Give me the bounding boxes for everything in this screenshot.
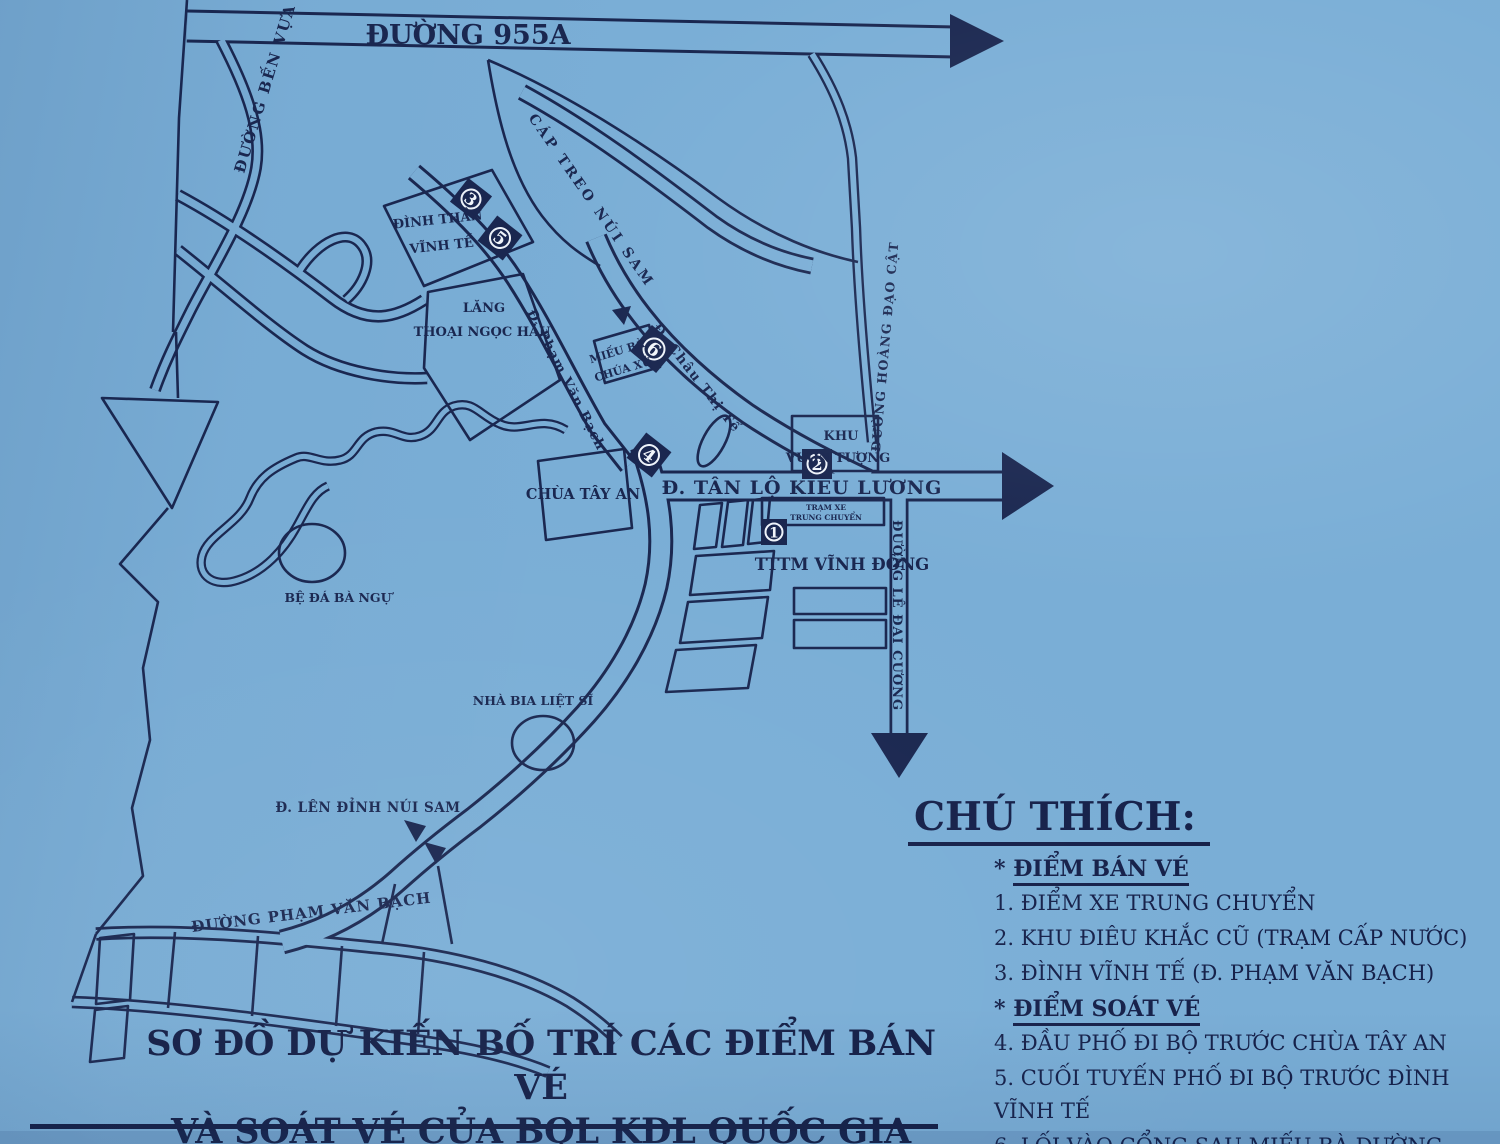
city-block [720,498,750,549]
road-label-955a: ĐƯỜNG 955A [365,17,571,51]
road-pham-van-bach-lower [95,928,621,1043]
road-lower-south [71,998,550,1076]
road-label-len-dinh-nui-sam: Đ. LÊN ĐỈNH NÚI SAM [275,798,460,816]
road-west-1 [176,191,426,320]
road-label-le-dai-cuong: ĐƯỜNG LÊ ĐẠI CƯƠNG [889,520,906,711]
place-label-dinh-than: VĨNH TẾ [407,233,474,258]
khu-vuon-tuong-outline [790,414,880,473]
legend-title: CHÚ THÍCH: [908,794,1210,846]
arrowhead-tan-lo-east [1002,452,1054,520]
place-label-tram-xe: TRUNG CHUYỂN [790,511,862,522]
road-label-chau-thi-te: Đ. Châu Thị Tế [649,321,744,436]
road-pham-van-bach-upper [409,167,634,471]
direction-arrows [404,14,1054,873]
legend-item: 1. ĐIỂM XE TRUNG CHUYỂN [994,891,1316,915]
markers: 3 5 6 4 2 1 [449,177,832,545]
arrow-tail-left [174,331,180,399]
marker-3: 3 [449,177,493,221]
road-mountain-squiggle [198,402,568,585]
cable-car-region-right-edge [487,58,859,264]
place-label-lang: LĂNG [463,299,505,316]
marker-1: 1 [761,519,787,545]
legend-item: 2. KHU ĐIÊU KHẮC CŨ (TRẠM CẤP NƯỚC) [994,925,1468,950]
arrowhead-955a-east [950,14,1004,68]
road-955a [186,12,956,56]
cable-car-region-left-edge [486,59,601,268]
place-label-nha-bia: NHÀ BIA LIỆT SĨ [473,693,594,708]
marker-2: 2 [802,449,832,479]
legend-item: 3. ĐÌNH VĨNH TẾ (Đ. PHẠM VĂN BẠCH) [994,960,1435,985]
city-block [688,549,776,597]
chua-tay-an-outline [536,447,634,542]
place-label-khu-vuon-tuong: KHU [824,429,860,444]
nha-bia-circle [510,714,576,772]
block-divider [334,945,344,1027]
place-label-tttm: TTTM VĨNH ĐÔNG [755,553,930,574]
legend-section-soat-ve: * ĐIỂM SOÁT VÉ [994,996,1496,1027]
legend-item: 5. CUỐI TUYẾN PHỐ ĐI BỘ TRƯỚC ĐÌNH VĨNH … [994,1066,1450,1123]
place-label-chua-tay-an: CHÙA TÂY AN [526,485,640,503]
map-boundary-top [171,0,189,333]
map-title-line1: SƠ ĐỒ DỰ KIẾN BỐ TRÍ CÁC ĐIỂM BÁN VÉ [146,1023,936,1109]
road-main-ns [279,442,671,952]
road-hoang-dao-cat [809,52,875,443]
place-label-lang: THOẠI NGỌC HẦU [414,322,552,340]
place-label-tram-xe: TRẠM XE [806,503,846,512]
city-block [664,643,758,694]
svg-text:1: 1 [769,526,779,542]
map-boundary-corner [70,933,98,1003]
legend: CHÚ THÍCH: * ĐIỂM BÁN VÉ 1. ĐIỂM XE TRUN… [908,794,1496,1144]
place-label-khu-vuon-tuong: VƯỜN TƯỢNG [785,449,890,466]
big-left-arrow [100,396,220,510]
arrowhead-le-dai-cuong-south [871,733,928,778]
marker-6: 6 [630,325,678,373]
legend-star: * [994,996,1006,1023]
block-divider [380,883,397,945]
summit-arrow-icon [404,820,432,851]
city-block [792,586,888,616]
legend-star: * [994,856,1006,882]
svg-text:2: 2 [811,455,822,474]
be-da-ba-ngu-circle [277,522,347,584]
summit-arrow-icon [424,842,452,873]
map-labels: ĐƯỜNG 955A ĐƯỜNG BẾN VỰA CÁP TREO NÚI SA… [190,1,943,936]
city-block [792,618,888,650]
block-divider [250,935,260,1017]
map-boundary-left [94,507,169,935]
city-block [94,932,136,1006]
block-divider [166,931,177,1009]
marker-5: 5 [477,215,523,261]
traffic-island [696,414,732,468]
road-cap-treo [519,86,814,272]
city-block [692,501,724,551]
road-west-hairpin [297,234,370,303]
road-label-tan-lo-kieu-luong: Đ. TÂN LỘ KIỀU LƯƠNG [662,474,943,499]
block-divider [436,865,454,945]
photo-bottom-edge [0,1131,1500,1144]
city-block [88,1004,130,1064]
road-west-2 [175,247,428,382]
title-underline [30,1124,938,1129]
legend-item: 6. LỐI VÀO CỔNG SAU MIẾU BÀ ĐƯỜNG CHÂU T… [994,1130,1496,1144]
map-linework [70,0,888,1064]
dinh-than-vinh-te-outline [382,168,535,288]
rear-gate-arrow-icon [612,306,632,333]
tram-xe-box [760,496,886,527]
road-label-hoang-dao-cat: ĐƯỜNG HOÀNG ĐẠO CẬT [867,240,901,452]
road-fills [71,12,1004,1076]
marker-4: 4 [626,432,672,478]
city-block [678,595,770,645]
legend-item: 4. ĐẦU PHỐ ĐI BỘ TRƯỚC CHÙA TÂY AN [994,1031,1447,1056]
block-divider [416,951,426,1035]
legend-section-ban-ve: * ĐIỂM BÁN VÉ [994,856,1496,886]
place-label-be-da-ba-ngu: BỆ ĐÁ BÀ NGỰ [284,590,394,605]
lang-thoai-ngoc-hau-outline [422,272,562,442]
